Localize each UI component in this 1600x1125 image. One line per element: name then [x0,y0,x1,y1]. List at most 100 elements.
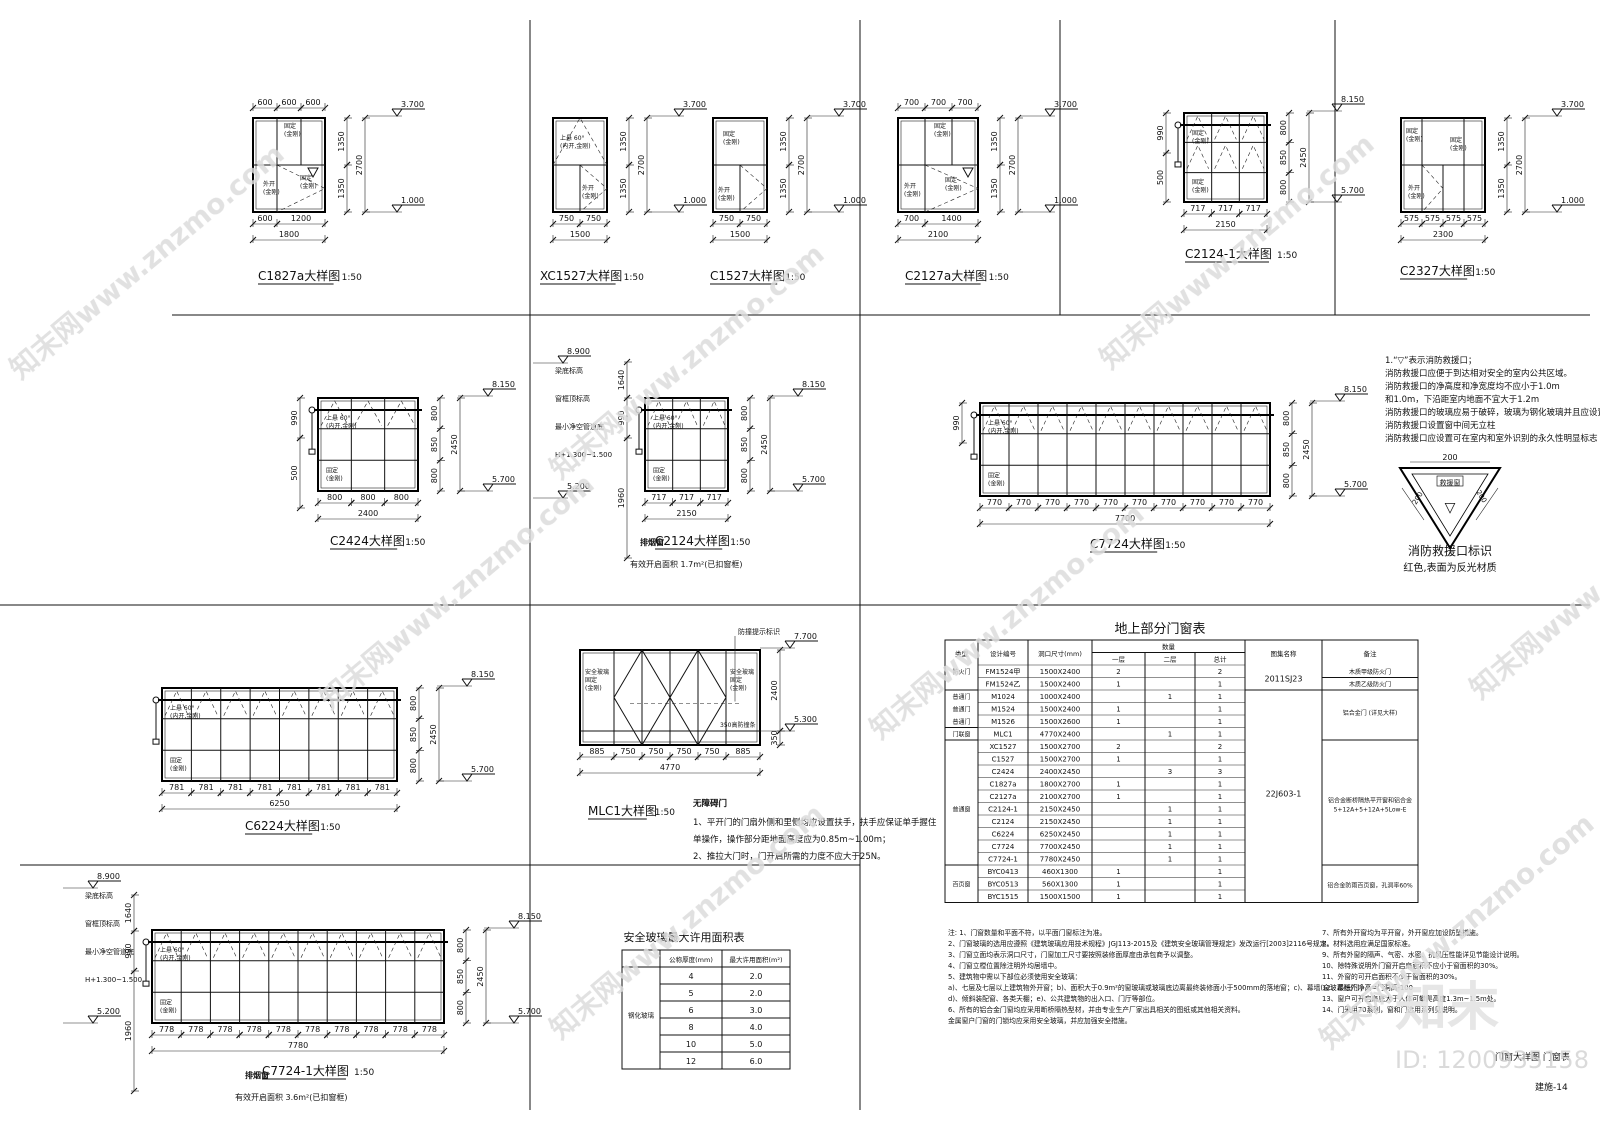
pane-label: (金刚) [284,130,301,138]
mlc1-note-line: 1、平开门的门扇外侧和里侧均应设置扶手，扶手应保证单手握住 [693,817,937,828]
elevation-mark [482,483,494,492]
pane-label: (金刚) [300,182,317,190]
table-cell: 8 [688,1023,693,1032]
elevation-label: 8.150 [492,380,515,389]
dim-label: 1350 [337,178,346,198]
schedule-size: 1500X2700 [1040,743,1080,751]
schedule-subheader: 二层 [1164,656,1178,664]
schedule-qty: 1 [1116,681,1120,689]
svg-text:知末网www.znzmo.com: 知末网www.znzmo.com [3,137,290,385]
open-direction [739,164,768,213]
schedule-size: 7700X2450 [1040,843,1080,851]
detail-title: C2124大样图 [655,533,730,548]
dim-label: 717 [1190,204,1205,213]
dim-label: 1500 [570,230,590,239]
dim-label: 2300 [1433,230,1453,239]
open-direction [1186,144,1209,169]
dim-label: 2450 [429,724,438,744]
elevation-label: 8.900 [97,872,120,881]
dim-label: 2450 [450,434,459,454]
smoke-vent-label: 排烟窗 [245,1070,269,1080]
dim-label: 781 [169,783,184,792]
elevation-mark [508,920,520,929]
svg-text:▽: ▽ [1445,500,1456,516]
open-direction [924,164,979,213]
elevation-label: 5.700 [518,1007,541,1016]
pane-label: (内开,金刚) [160,954,191,962]
open-direction [340,690,365,716]
fire-note-line: 消防救援口的净高度和净宽度均不应小于1.0m [1385,381,1560,392]
schedule-size: 560X1300 [1042,881,1078,889]
dim-label: 770 [1045,498,1060,507]
schedule-qty: 1 [1116,893,1120,901]
dim-label: 778 [247,1025,262,1034]
dim-label: 575 [1467,214,1482,223]
open-direction [1186,115,1209,140]
dim-label: 770 [1132,498,1147,507]
schedule-remark: 木质甲级防火门 [1349,668,1391,676]
dim-label: 850 [1282,442,1291,457]
dim-label: 2150 [676,509,696,518]
fire-note-line: 消防救援口应设置可在室内和室外识别的永久性明显标志 [1385,433,1598,444]
schedule-code: M1024 [991,693,1015,701]
dim-label: 600 [281,98,296,107]
dim-label: 800 [740,468,749,483]
schedule-qty: 1 [1218,793,1222,801]
fire-note-line: 消防救援口的玻璃应易于破碎，玻璃为钢化玻璃并且应设置 [1385,407,1600,418]
schedule-qty: 1 [1116,868,1120,876]
schedule-qty: 1 [1116,793,1120,801]
dim-label: 700 [904,214,919,223]
schedule-qty: 1 [1116,706,1120,714]
fire-note-line: 和1.0m，下沿距室内地面不宜大于1.2m [1385,394,1539,405]
open-direction [1098,405,1123,431]
sheet-number: 建施-14 [1535,1081,1568,1093]
elevation-label: 5.200 [97,1007,120,1016]
dim-label: 800 [456,938,465,953]
pane-label: (金刚) [988,479,1005,487]
dim-label: 800 [394,493,409,502]
level-note: 最小净空管道底 [555,422,604,431]
schedule-qty: 1 [1168,693,1172,701]
pane-label: 外开 [263,180,275,188]
elevation-mark [461,773,473,782]
schedule-size: 1500X1500 [1040,893,1080,901]
schedule-size: 460X1300 [1042,868,1078,876]
dim-label: 781 [375,783,390,792]
schedule-size: 1500X2400 [1040,668,1080,676]
dim-label: 770 [1016,498,1031,507]
dim-label: 800 [327,493,342,502]
opener-box [635,448,643,455]
elevation-mark [833,204,845,213]
schedule-note-line: 7、所有外开窗均为平开窗，外开窗应加设防坠措施。 [1322,928,1483,937]
detail-title: C2327大样图 [1400,263,1475,278]
elevation-label: 5.700 [1341,186,1364,195]
open-direction [276,164,326,213]
dim-label: 800 [740,406,749,421]
opener-box [1174,161,1182,168]
schedule-type: 门联窗 [952,731,970,739]
pane-label: 固定 [585,676,597,684]
schedule-code: XC1527 [990,743,1017,751]
dim-label: 717 [707,493,722,502]
dim-label: 850 [430,437,439,452]
schedule-qty: 1 [1218,718,1222,726]
schedule-qty: 1 [1218,681,1222,689]
dim-label: 885 [735,747,750,756]
dim-label: 778 [276,1025,291,1034]
dim-label: 1350 [337,131,346,151]
dim-label: 575 [1404,214,1419,223]
dim-label: 770 [1103,498,1118,507]
schedule-qty: 1 [1168,806,1172,814]
schedule-code: BYC1515 [987,893,1018,901]
detail-scale: 1:50 [1277,251,1297,261]
dim-label: 990 [124,943,133,958]
detail-scale: 1:50 [354,1068,374,1078]
open-direction [252,690,277,716]
elevation-label: 5.700 [492,475,515,484]
opener-box [308,448,316,455]
smoke-vent-area: 有效开启面积 3.6m²(已扣窗框) [235,1092,348,1102]
pane-label: (内开,金刚) [653,422,684,430]
schedule-size: 4770X2400 [1040,731,1080,739]
schedule-remark: 5+12A+5+12A+5Low-E [1334,807,1407,814]
